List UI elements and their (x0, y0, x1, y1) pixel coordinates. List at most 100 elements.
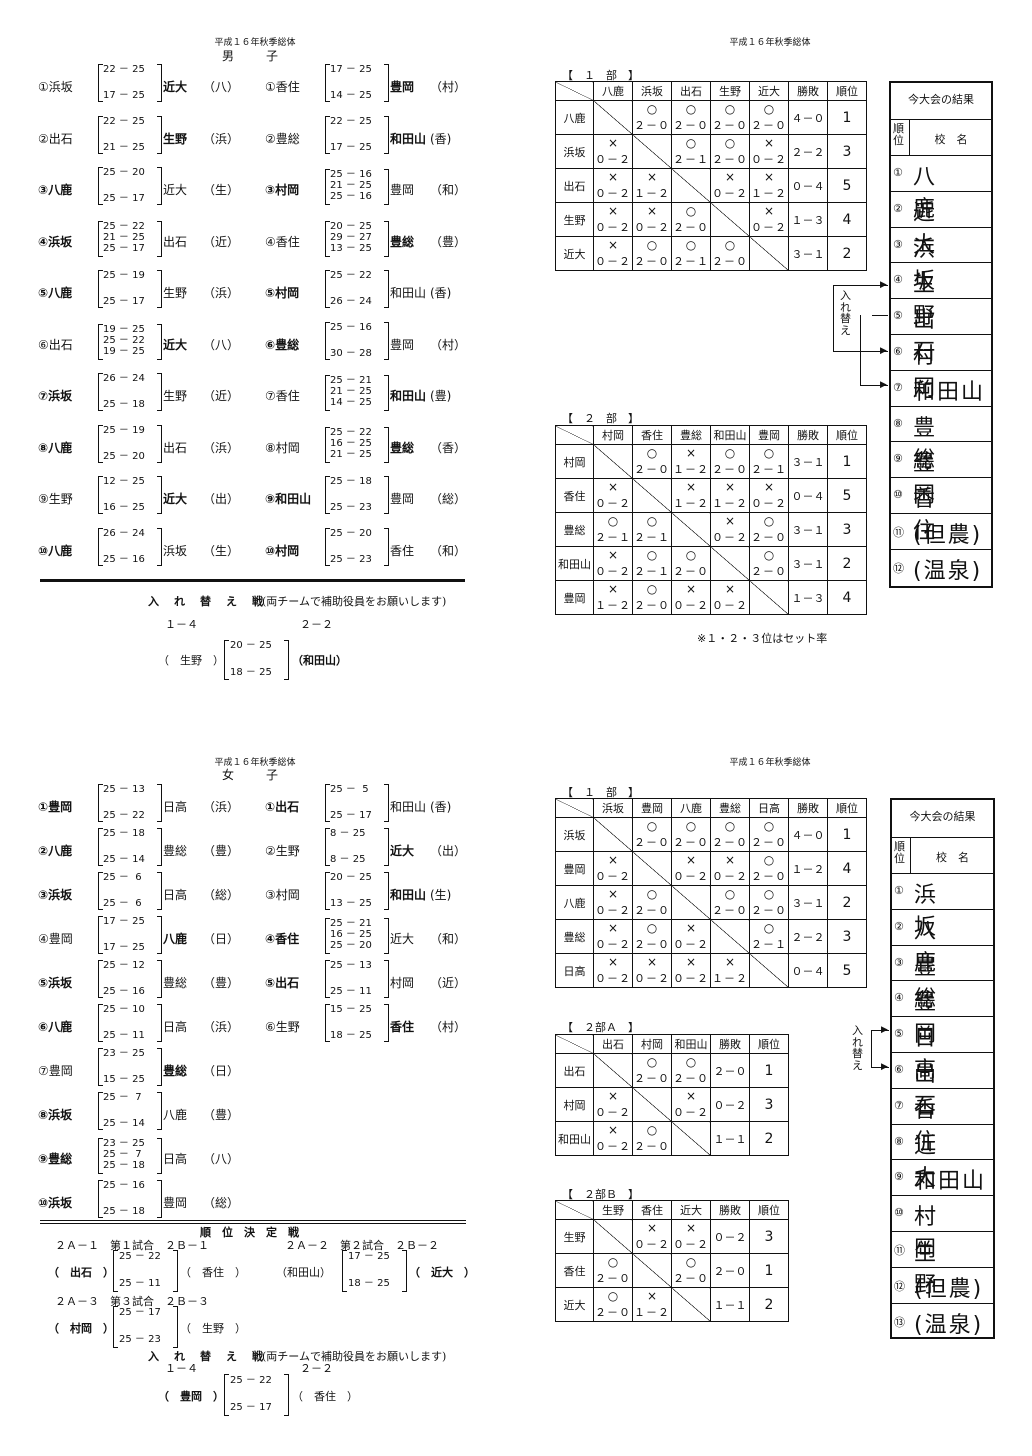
results-rule (892, 1123, 993, 1125)
game-bracket-left (98, 64, 103, 102)
table-wl-cell: ０－２ (710, 1087, 750, 1122)
game-team-b: 近大 (163, 337, 188, 352)
bottom-arrow-line-b (871, 1030, 872, 1067)
table-result-cell: ○２－１ (632, 512, 672, 547)
game-bracket-left (325, 918, 330, 954)
table-result-cell: ×０－２ (593, 168, 633, 203)
bottom-arrow-head-2: ▶ (881, 1062, 888, 1072)
result-school: 浜坂 (914, 882, 953, 940)
table-wl-cell: ０－２ (710, 1219, 750, 1254)
game-team-a: ⑤八鹿 (38, 286, 73, 300)
top-swap-bracket-right (284, 640, 289, 680)
result-school: (温泉) (913, 558, 983, 584)
game-set-score: 12 － 25 (103, 476, 145, 487)
top-swap-title: 入 れ 替 え 戦 (148, 595, 265, 608)
game-set-score: 25 － 16 (103, 553, 145, 565)
game-set-score: 20 － 25 (330, 220, 372, 232)
result-rank: ⑬ (894, 1315, 905, 1329)
game-set-score: 25 － 20 (330, 940, 372, 951)
result-symbol: × (763, 170, 775, 184)
table-team-cell: 豊総 (555, 512, 594, 547)
table-result-cell: ×０－２ (593, 478, 633, 513)
result-school: 日高 (914, 1026, 953, 1084)
result-score: ０－２ (751, 221, 787, 234)
bottom-rk1-team-a: （ 出石 ） (48, 1266, 114, 1279)
table-result-cell: ○２－０ (632, 580, 672, 615)
table-result-cell: ×０－２ (671, 953, 711, 988)
table-result-cell: ×０－２ (593, 851, 633, 886)
table-wl-cell: １－２ (788, 851, 828, 886)
top-swap-team-b: （和田山） (292, 654, 347, 667)
top-arrow-head-3: ▶ (880, 380, 887, 390)
game-team-a: ⑤村岡 (265, 286, 300, 300)
result-symbol: ○ (685, 238, 697, 252)
cell-wrap: ×０－２ (633, 203, 671, 236)
table-corner (555, 425, 594, 445)
cell-wrap: ○２－０ (672, 1054, 710, 1087)
result-score: ０－２ (751, 497, 787, 510)
result-score: ０－２ (673, 599, 709, 612)
game-bracket-right (157, 476, 162, 514)
game-bracket-left (325, 828, 330, 866)
game-team-a: ⑩浜坂 (38, 1196, 73, 1210)
game-referee: （総） (203, 888, 240, 902)
top-divider (40, 579, 465, 582)
game-set-score: 19 － 25 (103, 323, 145, 335)
result-symbol: × (607, 853, 619, 867)
table-rank-cell: 1 (827, 100, 867, 135)
table-col-header: 浜坂 (593, 798, 633, 818)
result-score: ２－０ (751, 870, 787, 883)
result-symbol: × (607, 204, 619, 218)
table-rank-cell: 3 (827, 134, 867, 169)
game-team-b: 八鹿 (163, 932, 188, 946)
result-rank: ① (894, 883, 904, 897)
table-rank-cell: 4 (827, 580, 867, 615)
bottom-rk1-bracket-r (173, 1250, 178, 1292)
cell-wrap: ×０－２ (672, 920, 710, 953)
game-team-a: ②八鹿 (38, 844, 73, 858)
game-bracket-right (384, 169, 389, 205)
result-score: ０－２ (712, 531, 748, 544)
table-result-cell: ○２－０ (632, 236, 672, 271)
result-symbol: ○ (646, 819, 658, 833)
result-symbol: × (607, 548, 619, 562)
table-rank-cell: 5 (827, 953, 867, 988)
cell-wrap: ×１－２ (633, 169, 671, 202)
game-bracket-right (157, 960, 162, 998)
result-score: ０－２ (595, 565, 631, 578)
table-col-header: 香住 (632, 425, 672, 445)
result-symbol: × (607, 170, 619, 184)
game-bracket-left (98, 323, 103, 360)
result-symbol: × (685, 1089, 697, 1103)
game-set-score: 25 － 13 (103, 784, 145, 795)
results-rule (891, 298, 991, 300)
results-title: 今大会の結果 (908, 93, 974, 106)
results-rule (891, 262, 991, 264)
table-result-cell: ×０－２ (671, 580, 711, 615)
game-bracket-left (325, 476, 330, 514)
result-score: ２－０ (712, 463, 748, 476)
game-team-b: 豊総 (163, 844, 188, 858)
game-referee: （日） (203, 1064, 240, 1078)
cell-wrap: ○２－０ (672, 203, 710, 236)
table-wl-cell: ３－１ (788, 236, 828, 271)
result-score: ０－２ (673, 1106, 709, 1119)
table-diagonal-cell (632, 1087, 672, 1122)
result-school: 和田山 (913, 379, 986, 405)
game-set-score: 25 － 19 (103, 270, 145, 281)
game-referee: （村） (430, 1020, 467, 1034)
game-set-score: 25 － 18 (103, 828, 145, 839)
table-wl-cell: ４－０ (788, 817, 828, 852)
cell-wrap: ×０－２ (711, 169, 749, 202)
game-team-a: ③村岡 (265, 183, 300, 197)
bottom-rk3-team-a: （ 村岡 ） (48, 1322, 114, 1335)
results-rule (892, 1302, 993, 1304)
table-corner (555, 798, 594, 818)
game-team-b: 村岡 (390, 976, 415, 990)
game-team-b: 豊岡 (390, 183, 415, 197)
